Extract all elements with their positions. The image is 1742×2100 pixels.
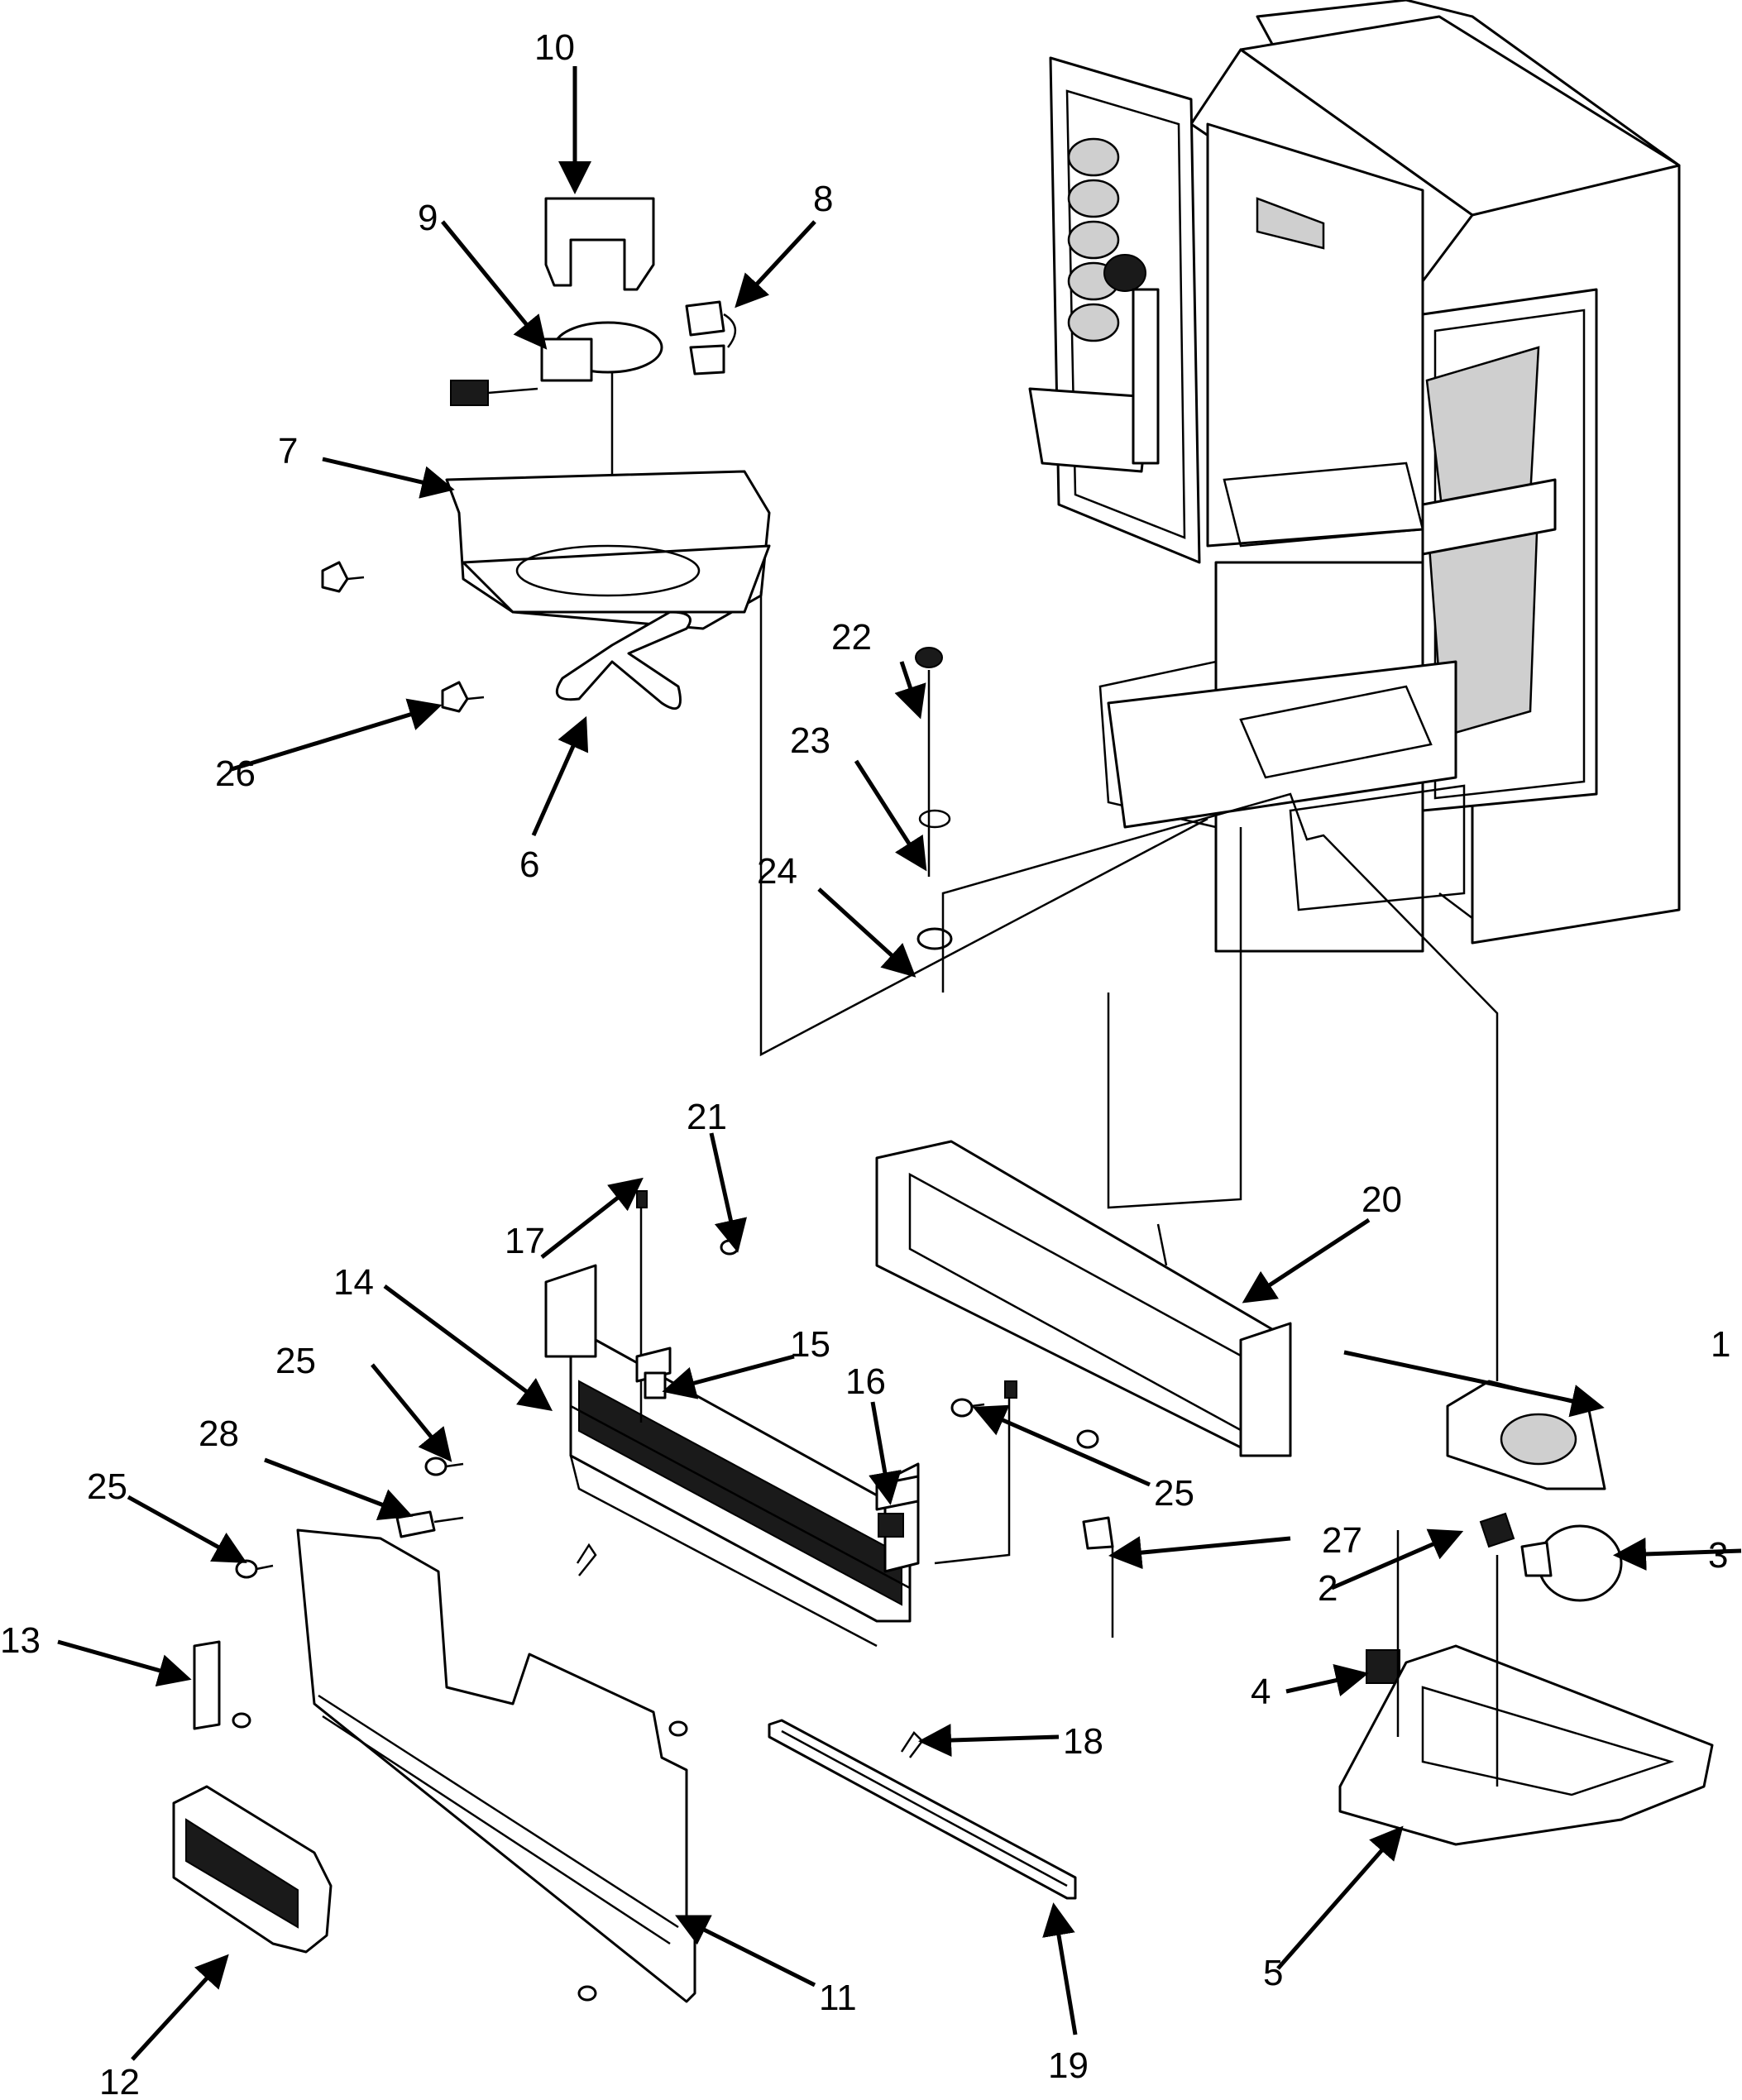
callout-22: 22: [831, 617, 872, 658]
callout-2: 2: [1318, 1568, 1338, 1609]
grommet: [685, 300, 736, 376]
defrost-heater-bar: [768, 1719, 1077, 1900]
callout-12: 12: [99, 2062, 140, 2096]
callout-5: 5: [1263, 1953, 1283, 1993]
assembly-lines: [759, 591, 1499, 1381]
callout-10: 10: [534, 27, 575, 68]
callout-27: 27: [1322, 1520, 1362, 1561]
side-bracket: [193, 1640, 221, 1730]
callout-3: 3: [1708, 1535, 1728, 1576]
callout-19: 19: [1048, 2045, 1089, 2086]
air-grille: [172, 1785, 333, 1954]
light-socket: [1479, 1512, 1515, 1548]
callout-28: 28: [199, 1414, 239, 1454]
callout-14: 14: [333, 1262, 374, 1303]
fan-housing: [445, 470, 771, 630]
callout-16: 16: [845, 1361, 886, 1402]
leader-lines: [57, 66, 1742, 2061]
callout-25c: 25: [87, 1466, 127, 1507]
callout-1: 1: [1711, 1324, 1730, 1365]
control-housing: [1338, 1530, 1714, 1846]
evaporator-cover: [875, 1140, 1292, 1457]
fan-blade: [555, 610, 692, 710]
callout-23: 23: [790, 720, 830, 761]
fan-motor: [450, 321, 663, 480]
evaporator-coil: [544, 1190, 1017, 1648]
damper-stack: [915, 647, 953, 950]
push-pin-fasteners: [321, 561, 485, 713]
light-switch: [1366, 1649, 1400, 1684]
light-housing-cover: [1446, 1380, 1606, 1490]
defrost-thermostat: [395, 1510, 464, 1538]
callout-26: 26: [215, 753, 256, 794]
callout-4: 4: [1251, 1672, 1271, 1712]
callout-25b: 25: [1154, 1473, 1194, 1514]
refrigerator-cabinet: [1028, 0, 1681, 953]
callout-labels: 1 2 3 4 5 6 7 8 9 10 11 12 13 14 15 16 1…: [0, 27, 1730, 2100]
callout-20: 20: [1362, 1179, 1402, 1220]
callout-18: 18: [1063, 1721, 1103, 1762]
fan-bracket: [544, 197, 655, 291]
callout-11: 11: [819, 1978, 857, 2018]
callout-15: 15: [790, 1324, 830, 1365]
light-bulb: [1520, 1524, 1623, 1602]
callout-21: 21: [687, 1097, 727, 1137]
callout-24: 24: [757, 851, 797, 892]
callout-8: 8: [813, 179, 833, 219]
callout-7: 7: [278, 431, 298, 471]
callout-6: 6: [519, 844, 539, 885]
callout-13: 13: [0, 1620, 41, 1661]
callout-25a: 25: [275, 1341, 316, 1381]
evaporator-rear-panel: [296, 1528, 696, 2003]
clips: [576, 1371, 1114, 1758]
callout-17: 17: [505, 1221, 545, 1261]
callout-9: 9: [418, 198, 438, 238]
